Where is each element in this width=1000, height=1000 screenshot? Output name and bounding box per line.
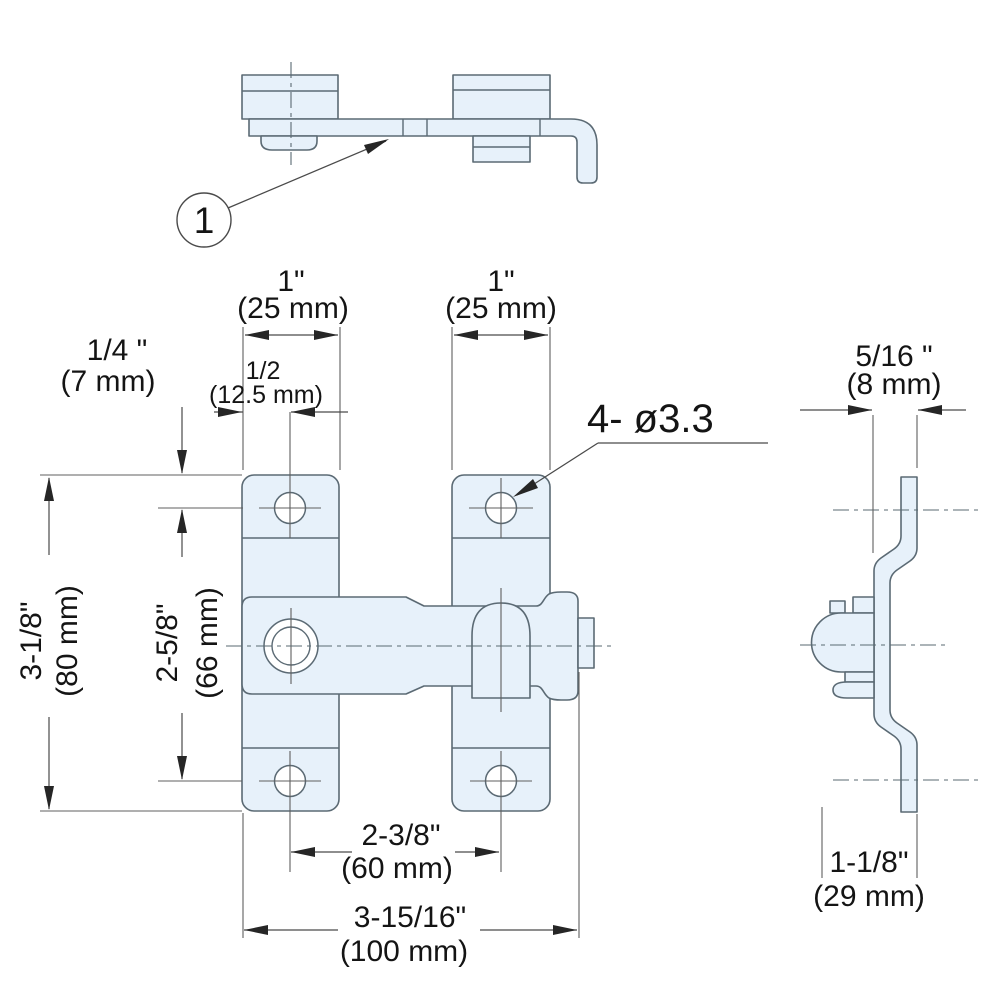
dimension-arrowhead-icon <box>314 330 338 340</box>
dimension-arrowhead-icon <box>44 477 54 501</box>
top-view-lower-tab <box>260 135 318 151</box>
top-view-base-strip <box>248 118 598 184</box>
dimension-arrowhead-icon <box>918 405 942 415</box>
dim-edge-to-hole-mm: (12.5 mm) <box>209 381 323 409</box>
dimension-arrowhead-icon <box>177 509 187 533</box>
dim-hole-pitch-horiz-in: 2-3/8" <box>361 819 440 852</box>
dim-top-to-hole-in: 1/4 " <box>87 334 148 367</box>
dim-hole-pitch-horiz-mm: (60 mm) <box>341 852 453 885</box>
dim-edge-to-hole-in: 1/2 <box>246 357 281 385</box>
dimensions: 1" (25 mm) 1" (25 mm) 1/2 (12.5 mm) 1/4 … <box>15 265 966 968</box>
side-knob-bracket <box>832 681 875 699</box>
dimension-arrowhead-icon <box>475 847 499 857</box>
leader-arrowhead-icon <box>513 479 538 497</box>
top-view-lower-block <box>472 135 531 163</box>
side-knob-detail <box>852 596 875 614</box>
dimension-arrowhead-icon <box>245 330 269 340</box>
top-view-left-block <box>241 74 339 120</box>
side-knob-detail <box>829 600 846 614</box>
side-view <box>800 476 982 813</box>
balloon-number: 1 <box>194 200 215 241</box>
front-view <box>226 412 612 872</box>
dim-overall-width-mm: (100 mm) <box>340 935 468 968</box>
side-knob-detail <box>844 671 875 683</box>
top-view-right-block <box>452 74 551 120</box>
dim-overall-depth-in: 1-1/8" <box>829 846 908 879</box>
dimension-arrowhead-icon <box>177 450 187 474</box>
dimension-arrowhead-icon <box>244 925 268 935</box>
dimension-arrowhead-icon <box>553 925 577 935</box>
dim-hole-pitch-vert-mm: (66 mm) <box>191 587 224 699</box>
top-view: 1 <box>176 62 598 248</box>
leader-arrowhead-icon <box>364 139 389 154</box>
latch-strike-stub <box>577 617 595 669</box>
dim-plate-height-in: 3-1/8" <box>15 601 48 680</box>
dimension-arrowhead-icon <box>44 786 54 810</box>
hole-callout-label: 4- ø3.3 <box>587 397 714 441</box>
side-knob-head <box>810 612 875 673</box>
dim-flange-offset-mm: (8 mm) <box>847 368 942 401</box>
dimension-arrowhead-icon <box>454 330 478 340</box>
dim-pad-width-left-in: 1" <box>277 265 304 298</box>
dimension-arrowhead-icon <box>291 407 315 417</box>
dimension-arrowhead-icon <box>177 756 187 780</box>
dim-overall-width-in: 3-15/16" <box>354 901 466 934</box>
dim-flange-offset-in: 5/16 " <box>855 340 932 373</box>
balloon-circle <box>176 192 232 248</box>
dimension-arrowhead-icon <box>848 405 872 415</box>
side-profile-bracket <box>873 476 918 813</box>
dim-pad-width-right-mm: (25 mm) <box>445 292 557 325</box>
dim-overall-depth-mm: (29 mm) <box>813 880 925 913</box>
dim-hole-pitch-vert-in: 2-5/8" <box>151 603 184 682</box>
balloon-leader-line <box>227 140 387 209</box>
dim-plate-height-mm: (80 mm) <box>51 585 84 697</box>
dim-top-to-hole-mm: (7 mm) <box>61 365 156 398</box>
dimension-arrowhead-icon <box>524 330 548 340</box>
dimension-arrowhead-icon <box>218 407 242 417</box>
dimension-arrowhead-icon <box>291 847 315 857</box>
dim-pad-width-left-mm: (25 mm) <box>237 292 349 325</box>
dim-pad-width-right-in: 1" <box>487 265 514 298</box>
